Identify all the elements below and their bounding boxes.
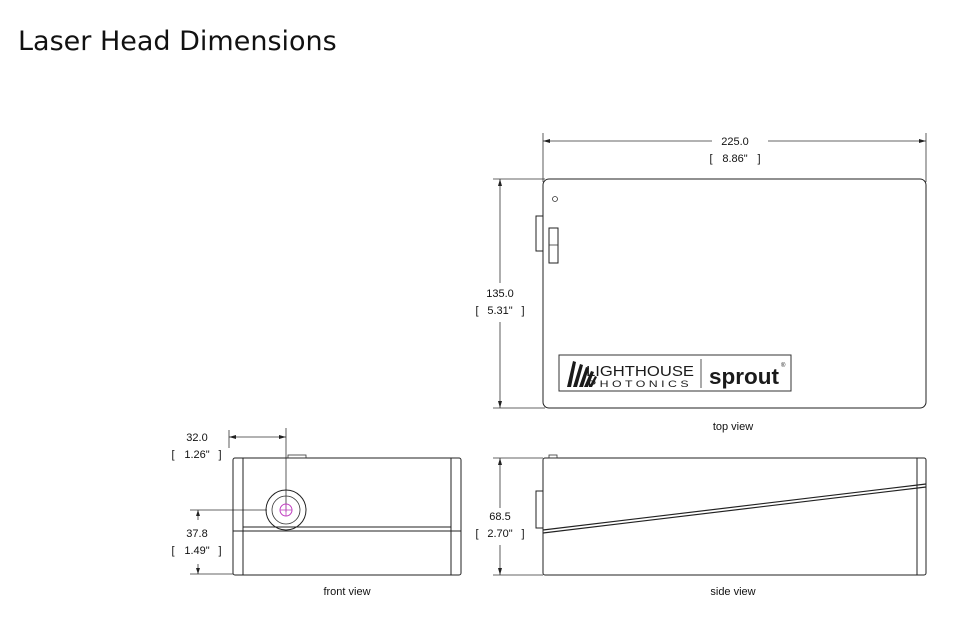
- top-view-body: [542, 178, 927, 409]
- lighthouse-rays-icon: [567, 361, 597, 387]
- front-top-tab: [287, 454, 307, 459]
- beam-aperture-inner: [271, 495, 301, 525]
- bracket-left: [: [171, 449, 174, 461]
- front-view: 32.0 1.26" [ ] 37.8 1.49" [ ] front view: [171, 428, 462, 598]
- logo-frame: [558, 354, 792, 392]
- beam-aperture: [265, 489, 307, 531]
- top-height-in: 5.31": [487, 305, 512, 317]
- height-arrow-top: [498, 179, 502, 186]
- bracket-left: [: [171, 545, 174, 557]
- side-arrow-bottom: [498, 568, 502, 575]
- logo-brand-line1: LIGHTHOUSE: [586, 363, 694, 380]
- front-beam-height-in: 1.49": [184, 545, 209, 557]
- bracket-left: [: [709, 153, 712, 165]
- width-arrow-left: [543, 139, 550, 143]
- bracket-right: ]: [521, 528, 524, 540]
- bracket-left: [: [475, 528, 478, 540]
- indicator-hole: [552, 196, 558, 202]
- bracket-right: ]: [218, 449, 221, 461]
- logo-tm: ®: [781, 362, 786, 369]
- side-height-mm: 68.5: [489, 511, 510, 523]
- logo-product: sprout: [709, 364, 780, 389]
- front-offset-mm: 32.0: [186, 432, 207, 444]
- side-view-caption: side view: [710, 586, 755, 598]
- side-arrow-top: [498, 458, 502, 465]
- side-slope-line-1: [542, 483, 927, 531]
- bracket-left: [: [475, 305, 478, 317]
- side-slope-line-2: [542, 486, 927, 534]
- side-view-body: [542, 457, 927, 576]
- offset-arrow-left: [229, 435, 236, 439]
- width-arrow-right: [919, 139, 926, 143]
- front-offset-in: 1.26": [184, 449, 209, 461]
- top-view-caption: top view: [713, 421, 753, 433]
- logo-brand-line2: PHOTONICS: [588, 379, 692, 389]
- side-connector: [535, 215, 544, 252]
- side-connector: [535, 490, 544, 529]
- top-width-in: 8.86": [722, 153, 747, 165]
- bracket-right: ]: [757, 153, 760, 165]
- connector-knob: [548, 227, 559, 264]
- beam-arrow-top: [196, 510, 200, 516]
- side-height-in: 2.70": [487, 528, 512, 540]
- side-view: 68.5 2.70" [ ] side view: [475, 454, 927, 598]
- page-title: Laser Head Dimensions: [18, 26, 337, 57]
- beam-arrow-bottom: [196, 568, 200, 574]
- height-arrow-bottom: [498, 401, 502, 408]
- lighthouse-sprout-logo: LIGHTHOUSE PHOTONICS sprout ®: [558, 354, 792, 392]
- front-view-body: [232, 457, 462, 576]
- offset-arrow-right: [279, 435, 286, 439]
- top-height-mm: 135.0: [486, 288, 514, 300]
- top-width-mm: 225.0: [721, 136, 749, 148]
- bracket-right: ]: [521, 305, 524, 317]
- side-top-tab: [548, 454, 558, 459]
- front-beam-height-mm: 37.8: [186, 528, 207, 540]
- front-view-caption: front view: [323, 586, 370, 598]
- top-view: 225.0 8.86" [ ] 135.0 5.31" [ ]: [475, 133, 927, 433]
- bracket-right: ]: [218, 545, 221, 557]
